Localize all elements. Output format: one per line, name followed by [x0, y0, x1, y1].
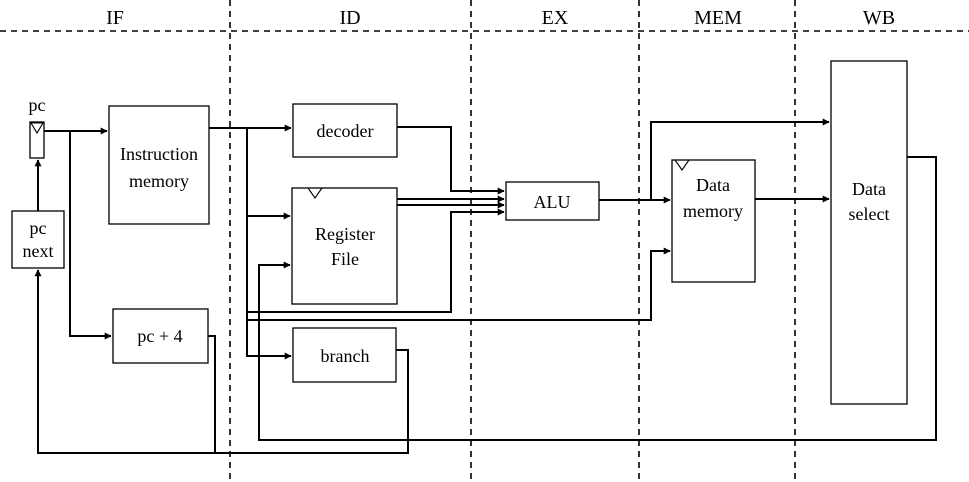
wire-decoder-to-alu [397, 126, 505, 195]
stage-label-mem: MEM [694, 7, 742, 29]
alu-block: ALU [505, 181, 600, 221]
pc-plus-4-label: pc + 4 [137, 326, 182, 346]
pc-plus-4-block: pc + 4 [112, 308, 209, 364]
instruction-memory-block: Instruction memory [108, 105, 210, 225]
stage-label-id: ID [339, 7, 360, 29]
pc-next-box [11, 210, 65, 269]
wire-pc-to-pc-plus-4 [69, 131, 112, 340]
data-memory-block: Data memory [671, 159, 756, 283]
pc-next-label-line1: pc [30, 218, 47, 238]
wire-imem-to-alu-lower [247, 208, 505, 313]
wire-branch-to-pc-next [215, 349, 409, 454]
pc-clock-icon [30, 122, 44, 135]
decoder-box [292, 103, 398, 158]
pc-register: pc [29, 95, 46, 159]
wire-alu-to-data-select [650, 118, 830, 200]
stage-label-wb: WB [863, 7, 895, 29]
data-memory-clock-icon [673, 159, 691, 171]
register-file-box [291, 187, 398, 305]
data-select-label-line2: select [849, 204, 890, 224]
decoder-block: decoder [292, 103, 398, 158]
pc-next-block: pc next [11, 210, 65, 269]
pc-next-label-line2: next [23, 241, 54, 261]
instruction-memory-label-line1: Instruction [120, 144, 198, 164]
register-file-block: Register File [291, 187, 398, 305]
wire-imem-to-data-memory [247, 247, 671, 321]
register-file-label-line2: File [331, 249, 359, 269]
wire-imem-to-branch [246, 216, 292, 360]
data-select-label-line1: Data [852, 179, 886, 199]
register-file-clock-icon [306, 187, 324, 199]
branch-block: branch [292, 327, 397, 383]
wire-imem-to-regfile [246, 128, 291, 220]
data-select-box [830, 60, 908, 405]
stage-label-ex: EX [542, 7, 569, 29]
stage-label-if: IF [106, 7, 124, 29]
instruction-memory-label-line2: memory [129, 171, 189, 191]
branch-box [292, 327, 397, 383]
instruction-memory-box [108, 105, 210, 225]
decoder-label: decoder [317, 121, 374, 141]
register-file-label-line1: Register [315, 224, 375, 244]
branch-label: branch [321, 346, 370, 366]
wire-data-select-to-regfile [258, 156, 937, 441]
pc-plus-4-box [112, 308, 209, 364]
data-memory-label-line1: Data [696, 175, 730, 195]
data-memory-box [671, 159, 756, 283]
alu-label: ALU [534, 192, 571, 212]
data-memory-label-line2: memory [683, 201, 743, 221]
pc-register-box [29, 121, 45, 159]
pc-label: pc [29, 95, 46, 115]
data-select-block: Data select [830, 60, 908, 405]
